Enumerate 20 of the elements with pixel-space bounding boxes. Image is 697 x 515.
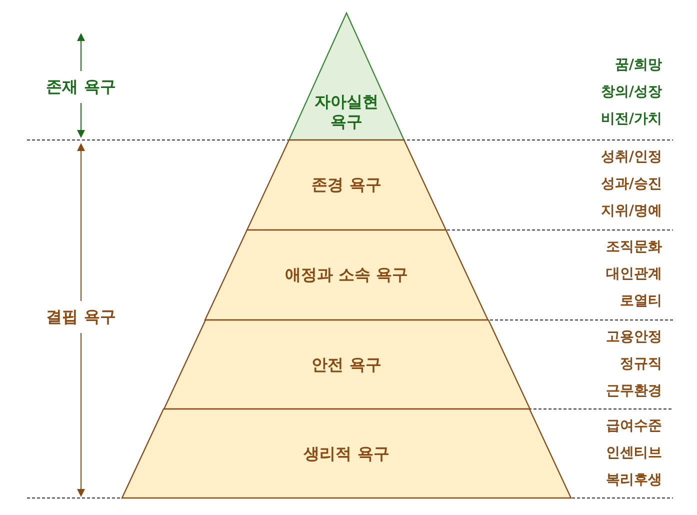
example-label: 성과/승진 [600, 175, 662, 194]
example-label: 비전/가치 [600, 110, 662, 129]
level-label: 존경 욕구 [312, 175, 382, 195]
example-label: 꿈/희망 [614, 56, 662, 75]
example-label: 창의/성장 [600, 83, 662, 102]
example-label: 대인관계 [606, 265, 662, 284]
example-label: 인센티브 [606, 444, 662, 463]
example-label: 로열티 [620, 292, 662, 311]
level-label: 자아실현 욕구 [314, 92, 380, 132]
example-label: 복리후생 [606, 471, 662, 490]
example-label: 성취/인정 [600, 148, 662, 167]
level-label: 애정과 소속 욕구 [284, 265, 408, 285]
example-label: 급여수준 [606, 417, 662, 436]
example-label: 근무환경 [606, 382, 662, 401]
example-label: 조직문화 [606, 238, 662, 257]
example-label: 정규직 [620, 355, 662, 374]
level-label: 생리적 욕구 [304, 444, 390, 464]
example-label: 고용안정 [606, 328, 662, 347]
example-label: 지위/명예 [600, 202, 662, 221]
level-label: 안전 욕구 [312, 354, 382, 374]
